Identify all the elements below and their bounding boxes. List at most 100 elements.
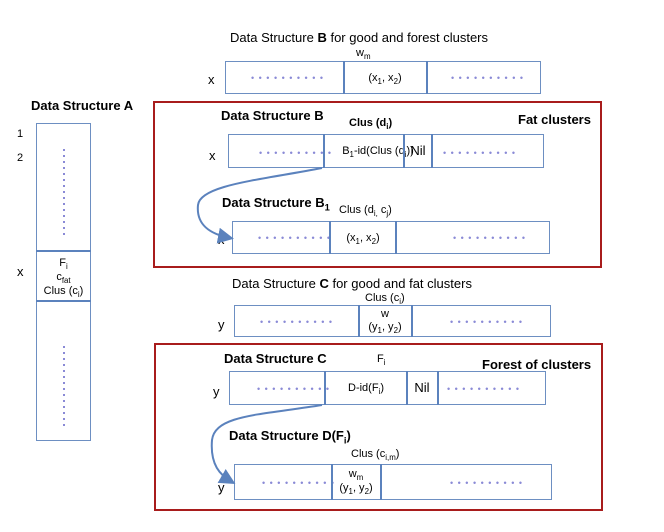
struct-c-header: Fi — [377, 353, 386, 367]
struct-d-cell-y: (y1, y2) — [333, 482, 379, 496]
struct-b-nil: Nil — [410, 143, 426, 158]
c-cell-y: (y1, y2) — [360, 321, 410, 335]
struct-c-record-box: • • • • • • • • • • D-id(Fi) Nil • • • •… — [229, 371, 546, 405]
struct-b1-cell-x-b: , x — [359, 232, 372, 244]
struct-d-cell-y-s1: 1 — [348, 487, 353, 497]
c-cell-y-c: ) — [397, 320, 402, 333]
struct-d-cell-wm: wm — [333, 468, 379, 482]
struct-a-cell-f-text: F — [59, 257, 66, 269]
struct-a-cell-clus-text: Clus (c — [43, 285, 78, 297]
struct-d-cell-y-c: ) — [368, 482, 373, 495]
struct-c-divider-1 — [324, 371, 326, 405]
top-title-suffix: for good and forest clusters — [330, 30, 488, 45]
c-header-end: ) — [401, 292, 405, 304]
top-cell-x-a: (x — [368, 72, 378, 84]
struct-c-row-label: y — [213, 384, 220, 399]
struct-c-header-text: F — [377, 353, 384, 365]
struct-b1-title-text: Data Structure B — [222, 195, 325, 210]
c-title: Data Structure C for good and fat cluste… — [232, 276, 472, 291]
forest-frame — [154, 343, 603, 511]
struct-d-cell-y-a: (y — [339, 482, 349, 495]
struct-c-dots-right: • • • • • • • • • • — [447, 384, 521, 394]
struct-b-dots-right: • • • • • • • • • • — [443, 148, 517, 158]
c-header-text: Clus (c — [365, 292, 400, 304]
c-title-prefix: Data Structure — [232, 276, 316, 291]
struct-c-cell-id-sub: i — [378, 387, 381, 397]
pointer-arrow-b-to-b1 — [196, 167, 323, 244]
top-cell-x-s2: 2 — [393, 77, 398, 87]
c-header: Clus (ci) — [365, 292, 405, 306]
struct-d-title: Data Structure D(Fi) — [229, 428, 351, 446]
struct-b1-header-mid: c — [377, 204, 387, 216]
struct-a-index-1: 1 — [17, 128, 24, 140]
struct-b-cell-id: B1-id(Clus (di)) — [325, 145, 431, 159]
struct-c-dots-left: • • • • • • • • • • — [257, 384, 331, 394]
fat-clusters-frame — [153, 101, 602, 268]
struct-b-divider-3 — [431, 134, 433, 168]
struct-d-dots-right: • • • • • • • • • • — [450, 478, 524, 488]
top-header-w-sub: m — [363, 52, 371, 62]
struct-b1-header-end: ) — [388, 204, 392, 216]
struct-b1-cell-x-s1: 1 — [355, 237, 360, 247]
top-dots-left: • • • • • • • • • • — [251, 73, 325, 83]
struct-b-divider-1 — [323, 134, 325, 168]
struct-b1-title-sub: 1 — [324, 202, 330, 213]
struct-b-header-sub: i — [386, 122, 389, 132]
struct-c-cell-id-text: D-id(F — [348, 382, 379, 394]
struct-d-cell-wm-sub: m — [356, 473, 364, 483]
struct-b-dots-left: • • • • • • • • • • — [259, 148, 333, 158]
struct-a-divider-bottom — [36, 300, 91, 302]
struct-b-header: Clus (di) — [349, 117, 392, 131]
struct-b1-cell-x-a: (x — [346, 232, 356, 244]
struct-d-title-sub: i — [343, 435, 347, 446]
struct-a-cell-cfat: cfat — [37, 271, 90, 285]
top-cell-x-b: , x — [381, 72, 394, 84]
top-cell-x-c: ) — [397, 72, 402, 84]
struct-d-row-label: y — [218, 480, 225, 495]
struct-b-cell-id-end: )) — [406, 145, 414, 157]
struct-a-cell-cfat-text: c — [56, 271, 62, 283]
struct-a-row-label: x — [17, 264, 24, 279]
c-cell-y-s2: 2 — [393, 325, 398, 335]
c-divider-2 — [411, 305, 413, 337]
top-header-w-text: w — [356, 47, 364, 59]
c-record-box: • • • • • • • • • • w (y1, y2) • • • • •… — [234, 305, 551, 337]
struct-d-title-end: ) — [346, 428, 351, 443]
struct-c-cell-id-end: ) — [380, 382, 384, 394]
struct-b-header-end: ) — [388, 117, 393, 129]
struct-b1-divider-1 — [329, 221, 331, 254]
pointer-arrow-c-to-d — [210, 404, 323, 485]
c-cell-y-a: (y — [368, 320, 378, 333]
struct-a-cell-clus: Clus (ci) — [37, 285, 90, 299]
struct-a-divider-top — [36, 250, 91, 252]
struct-b1-cell-x-s2: 2 — [371, 237, 376, 247]
struct-b-divider-2 — [403, 134, 405, 168]
struct-b-cell-id-sub: 1 — [349, 150, 354, 160]
fat-clusters-label: Fat clusters — [518, 112, 591, 127]
struct-c-header-sub: i — [383, 358, 386, 368]
struct-d-header-sub: i,m — [385, 453, 396, 463]
struct-a-cell-f: Fi — [37, 257, 90, 271]
struct-a-title: Data Structure A — [31, 98, 134, 113]
c-row-label: y — [218, 317, 225, 332]
struct-c-cell-id: D-id(Fi) — [326, 382, 406, 396]
struct-b1-record-box: • • • • • • • • • • (x1, x2) • • • • • •… — [232, 221, 550, 254]
struct-b-cell-id-sub2: i — [404, 150, 407, 160]
struct-d-header-end: ) — [395, 448, 400, 460]
struct-a-dots-bottom — [63, 346, 65, 430]
struct-d-divider-1 — [331, 464, 333, 500]
top-header-w: wm — [356, 47, 371, 61]
top-record-box: • • • • • • • • • • (x1, x2) • • • • • •… — [225, 61, 541, 94]
struct-b-row-label: x — [209, 148, 216, 163]
struct-b1-dots-right: • • • • • • • • • • — [453, 233, 527, 243]
struct-a-index-2: 2 — [17, 152, 24, 164]
top-title-letter: B — [317, 30, 327, 45]
c-title-letter: C — [319, 276, 329, 291]
struct-a-cell-f-sub: i — [65, 262, 68, 272]
struct-b1-header: Clus (di, cj) — [339, 204, 392, 218]
struct-d-dots-left: • • • • • • • • • • — [262, 478, 336, 488]
struct-b1-dots-left: • • • • • • • • • • — [258, 233, 332, 243]
top-divider-1 — [343, 61, 345, 94]
struct-c-title: Data Structure C — [224, 351, 327, 366]
